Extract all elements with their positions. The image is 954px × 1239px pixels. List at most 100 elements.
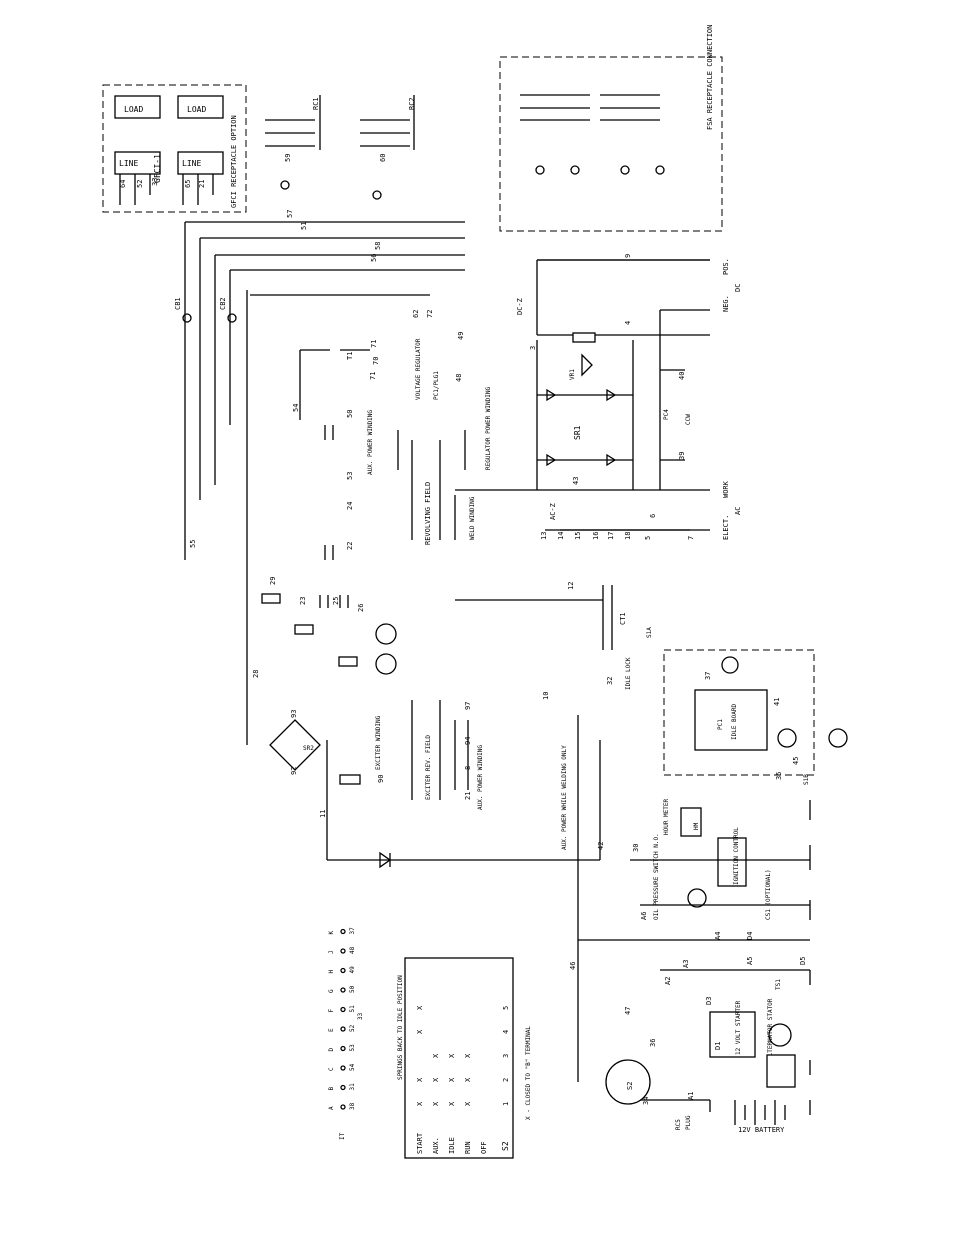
s2-table-cell: X [432,1101,440,1106]
s2-table-col: 1 [502,1102,510,1106]
weld-winding-label: WELD WINDING [469,496,476,540]
wire-number: 11 [319,810,327,818]
ignition-label: IGNITION CONTROL [733,827,740,885]
x-closed-note: X - CLOSED TO "B" TERMINAL [525,1026,532,1120]
wire-number: 39 [678,452,686,460]
aux-winding-label: AUX. POWER WINDING [367,410,374,475]
wire-number: 15 [574,532,582,540]
rc1-receptacle: RC1 [265,95,321,150]
wire-number: 64 [119,180,127,188]
plug-pin [340,1084,346,1091]
wire-number: 92 [290,767,298,775]
s2-table-cell: AUX. [432,1137,440,1154]
d4-line [326,740,600,861]
wire-number: 6 [649,514,657,518]
control-wiring [577,715,810,1112]
fsa-box [499,56,723,232]
work-terminal-label[interactable]: WORK [722,480,730,498]
wire-number: 62 [412,310,420,318]
cb2-label: CB2 [219,297,227,310]
wire-number: 55 [189,540,197,548]
wire-number: 21 [198,180,206,188]
wire-number: 72 [426,310,434,318]
s1b-label: S1B [803,774,810,785]
battery-label: 12V BATTERY [738,1126,785,1134]
wire-number: A2 [664,977,672,985]
gfci2-line-label: LINE [182,159,201,168]
wire-number: 18 [624,532,632,540]
slip-ring-2 [375,653,397,675]
neg-terminal-label[interactable]: NEG. [722,295,730,312]
wire-number: 8 [464,766,472,770]
ccw-label: CCW [685,414,692,425]
cs1-label: CS1 (OPTIONAL) [765,869,772,920]
plug-pin-wire: 37 [349,927,356,935]
cb5b-breaker [535,165,545,175]
plug-pin [340,1065,346,1071]
plug-pin-letter: B [328,1087,335,1091]
plug-pin [340,1045,346,1052]
ts1-label: TS1 [775,979,782,990]
plug-pin-wire: 50 [349,985,356,993]
gfci1-label: GFCI-1 [153,154,162,183]
wire-number: 54 [292,404,300,412]
plug-pin [340,1104,346,1110]
pc1-idle-board [694,689,768,751]
s2-table-cell: START [416,1132,424,1154]
dc-label: DC [734,284,742,292]
plug-pin [340,1006,346,1013]
wire-number: 43 [572,477,580,485]
plug-pin-letter: D [328,1048,335,1052]
cr3-relay [828,728,848,748]
plug-pin-wire: 54 [349,1063,356,1071]
plug-pin-wire: 51 [349,1005,356,1013]
cb7-breaker [372,190,382,200]
reg-winding-label: REGULATOR POWER WINDING [485,387,492,470]
s2-table-cell: X [432,1077,440,1082]
s2-table-cell: X [416,1005,424,1010]
plug-pin-letter: E [328,1028,335,1032]
elect-terminal-label[interactable]: ELECT. [722,515,730,540]
wire-number: 9 [624,254,632,258]
wire-number: A3 [682,960,690,968]
plug-pin-letter: K [328,931,335,935]
pc4-label: PC4 [663,409,670,420]
wire-number: 90 [377,775,385,783]
starter-motor [709,1011,756,1058]
wire-number: 25 [332,597,340,605]
fuse-f1 [339,774,361,785]
fsa-receptacles [520,94,660,121]
wire-number: 59 [284,154,292,162]
r2-resistor [261,593,281,604]
plug-pin-letter: J [328,950,335,954]
idle-lock-label: IDLE LOCK [625,657,632,690]
aux-note-label: AUX. POWER WHILE WELDING ONLY [561,745,568,850]
ignition-control [717,837,747,887]
wire-number: 52 [136,180,144,188]
s2-table-cell: X [464,1053,472,1058]
plug-it-label: IT [339,1132,346,1140]
s2-table-cell: X [416,1077,424,1082]
wire-number: 71 [370,340,378,348]
sr1-diodes [546,388,617,467]
wire-number: 37 [704,672,712,680]
gfci1-line-label: LINE [119,159,138,168]
s2-table-col: 4 [502,1030,510,1034]
s2-table-col: 3 [502,1054,510,1058]
pos-terminal-label[interactable]: POS. [722,258,730,275]
gfci-option-box [102,84,247,213]
wire-number: 4 [624,321,632,325]
wire-number: 30 [632,844,640,852]
s2-table-cell: X [448,1053,456,1058]
r1-resistor [294,624,314,635]
s2-switch [605,1059,651,1105]
gfci-leads [119,174,214,205]
rc2-receptacle: RC2 [360,95,416,150]
s2-table-cell: X [464,1101,472,1106]
cr3-capacitors [319,595,349,608]
wire-number: 65 [184,180,192,188]
slip-ring-1 [375,623,397,645]
plug-pin-wire: 53 [349,1044,356,1052]
wire-number: 50 [346,410,354,418]
wire-number: D3 [705,997,713,1005]
